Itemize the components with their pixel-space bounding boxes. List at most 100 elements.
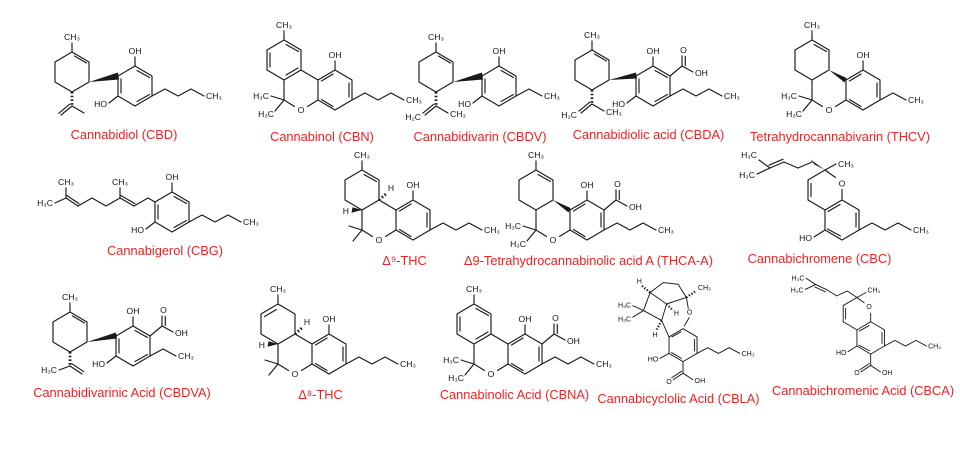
atom-label: OH — [519, 314, 532, 324]
atom-label: O — [376, 235, 383, 245]
atom-label: CH₃ — [867, 288, 880, 295]
atom-label: OH — [129, 46, 142, 56]
atom-label: OH — [695, 377, 706, 385]
atom-label: CH₃ — [928, 343, 941, 350]
atom-label: CH₃ — [544, 91, 560, 101]
atom-label: CH₃ — [450, 109, 466, 119]
atom-label: CH₃ — [724, 91, 740, 101]
compound-label: Cannabichromene (CBC) — [747, 251, 892, 266]
compound-label: Cannabidivarinic Acid (CBDVA) — [33, 385, 211, 400]
atom-label: HO — [131, 225, 144, 235]
structure-cbd: CH₃ OH HO CH₃ — [54, 31, 222, 116]
compound-label: Cannabidiol (CBD) — [70, 127, 178, 142]
atom-label: O — [488, 369, 495, 379]
compound-label: Cannabigerol (CBG) — [107, 243, 223, 258]
compound-card-cbc: H₃C H₃C CH₃ O HO CH₃ Cannabichromene (CB… — [702, 148, 937, 266]
atom-label: O — [552, 313, 559, 323]
atom-label: O — [839, 179, 846, 189]
atom-label: OH — [493, 46, 506, 56]
structure-d8thc: CH₃ H H OH O CH₃ — [258, 284, 418, 380]
structure-cbdv: CH₃ OH HO H₂C CH₃ CH₃ — [404, 31, 562, 123]
structure-thcv: CH₃ OH H₃C H₃C O CH₃ — [780, 19, 926, 120]
structure-cbna: CH₃ OH O OH H₃C H₃C O CH₃ — [442, 284, 614, 384]
atom-label: O — [680, 45, 687, 55]
structure-cbg: H₃C CH₃ CH₃ OH HO CH₃ — [36, 172, 261, 236]
atom-label: CH₃ — [804, 20, 820, 30]
atom-label: H₃C — [258, 109, 274, 119]
atom-label: CH₃ — [112, 177, 128, 187]
atom-label: H₃C — [786, 109, 802, 119]
atom-label: O — [160, 305, 167, 315]
structure-cbda: CH₃ OH O OH HO H₂C CH₃ CH₃ — [560, 29, 742, 121]
compound-label: Δ⁸-THC — [298, 387, 343, 402]
atom-label: HO — [458, 99, 471, 109]
atom-label: OH — [882, 370, 892, 377]
atom-label: CH₃ — [658, 225, 674, 235]
atom-label: OH — [581, 180, 594, 190]
atom-label: H — [343, 206, 349, 216]
atom-label: H₂C — [405, 112, 421, 122]
structure-cbn: CH₃ OH H₃C H₃C O CH₃ — [252, 19, 424, 120]
atom-label: CH₃ — [528, 150, 544, 160]
compound-card-d9thc: CH₃ H H OH O CH₃ Δ⁹-THC — [302, 150, 507, 268]
compound-label: Cannabidiolic acid (CBDA) — [572, 127, 725, 142]
atom-label: HO — [648, 356, 659, 364]
atom-label: CH₃ — [908, 95, 924, 105]
compound-card-cbdv: CH₃ OH HO H₂C CH₃ CH₃ Cannabidivarin (CB… — [390, 24, 570, 144]
atom-label: OH — [323, 314, 336, 324]
compound-card-cbda: CH₃ OH O OH HO H₂C CH₃ CH₃ Cannabidiolic… — [546, 22, 751, 142]
structure-thcaa: CH₃ OH O OH H₃C H₃C O CH₃ — [504, 150, 676, 250]
atom-label: CH₃ — [276, 20, 292, 30]
compound-card-cbg: H₃C CH₃ CH₃ OH HO CH₃ Cannabigerol (CBG) — [30, 172, 300, 258]
compound-card-cbd: CH₃ OH HO CH₃ Cannabidiol (CBD) — [26, 24, 222, 142]
atom-label: CH₃ — [428, 32, 444, 42]
atom-label: CH₃ — [596, 359, 612, 369]
compound-card-cbna: CH₃ OH O OH H₃C H₃C O CH₃ Cannabinolic A… — [402, 284, 627, 402]
compound-card-thcaa: CH₃ OH O OH H₃C H₃C O CH₃ Δ9-Tetrahydroc… — [464, 150, 713, 268]
atom-label: OH — [647, 46, 660, 56]
atom-label: CH₃ — [206, 91, 222, 101]
atom-label: H — [304, 317, 310, 327]
structure-cbc: H₃C H₃C CH₃ O HO CH₃ — [738, 149, 931, 244]
atom-label: HO — [612, 99, 625, 109]
atom-label: H — [259, 340, 265, 350]
atom-label: H₃C — [253, 91, 269, 101]
compound-label: Cannabichromenic Acid (CBCA) — [772, 383, 955, 398]
compound-card-thcv: CH₃ OH H₃C H₃C O CH₃ Tetrahydrocannabiva… — [740, 18, 940, 144]
atom-label: OH — [857, 50, 870, 60]
compound-card-cbn: CH₃ OH H₃C H₃C O CH₃ Cannabinol (CBN) — [212, 18, 432, 144]
atom-label: H₃C — [791, 288, 804, 295]
atom-label: H₃C — [448, 373, 464, 383]
atom-label: HO — [92, 359, 105, 369]
atom-label: H₃C — [781, 91, 797, 101]
compound-card-cbdva: CH₃ OH O OH H₃C HO CH₃ Cannabidivarinic … — [22, 290, 222, 400]
atom-label: O — [292, 369, 299, 379]
atom-label: CH₃ — [400, 359, 416, 369]
compound-label: Δ⁹-THC — [382, 253, 427, 268]
atom-label: OH — [166, 172, 179, 182]
atom-label: HO — [799, 233, 812, 243]
atom-label: CH₃ — [64, 32, 80, 42]
atom-label: H₃C — [739, 170, 755, 180]
atom-label: CH₃ — [62, 292, 78, 302]
atom-label: H₃C — [618, 315, 631, 323]
atom-label: CH₃ — [742, 350, 755, 358]
atom-label: OH — [407, 180, 420, 190]
atom-label: O — [298, 105, 305, 115]
atom-label: OH — [175, 328, 188, 338]
atom-label: CH₃ — [178, 351, 194, 361]
atom-label: H₃C — [37, 198, 53, 208]
atom-label: O — [826, 105, 833, 115]
atom-label: O — [854, 370, 860, 377]
atom-label: CH₃ — [484, 225, 500, 235]
atom-label: CH₃ — [913, 225, 929, 235]
compound-label: Cannabinol (CBN) — [270, 129, 374, 144]
compound-label: Cannabinolic Acid (CBNA) — [439, 387, 590, 402]
structure-cbca: H₃C H₃C CH₃ O HO O OH CH₃ — [790, 275, 942, 379]
atom-label: HO — [836, 350, 847, 357]
compound-label: Cannabidivarin (CBDV) — [413, 129, 547, 144]
atom-label: H — [674, 310, 679, 318]
atom-label: CH₃ — [406, 95, 422, 105]
atom-label: O — [614, 179, 621, 189]
